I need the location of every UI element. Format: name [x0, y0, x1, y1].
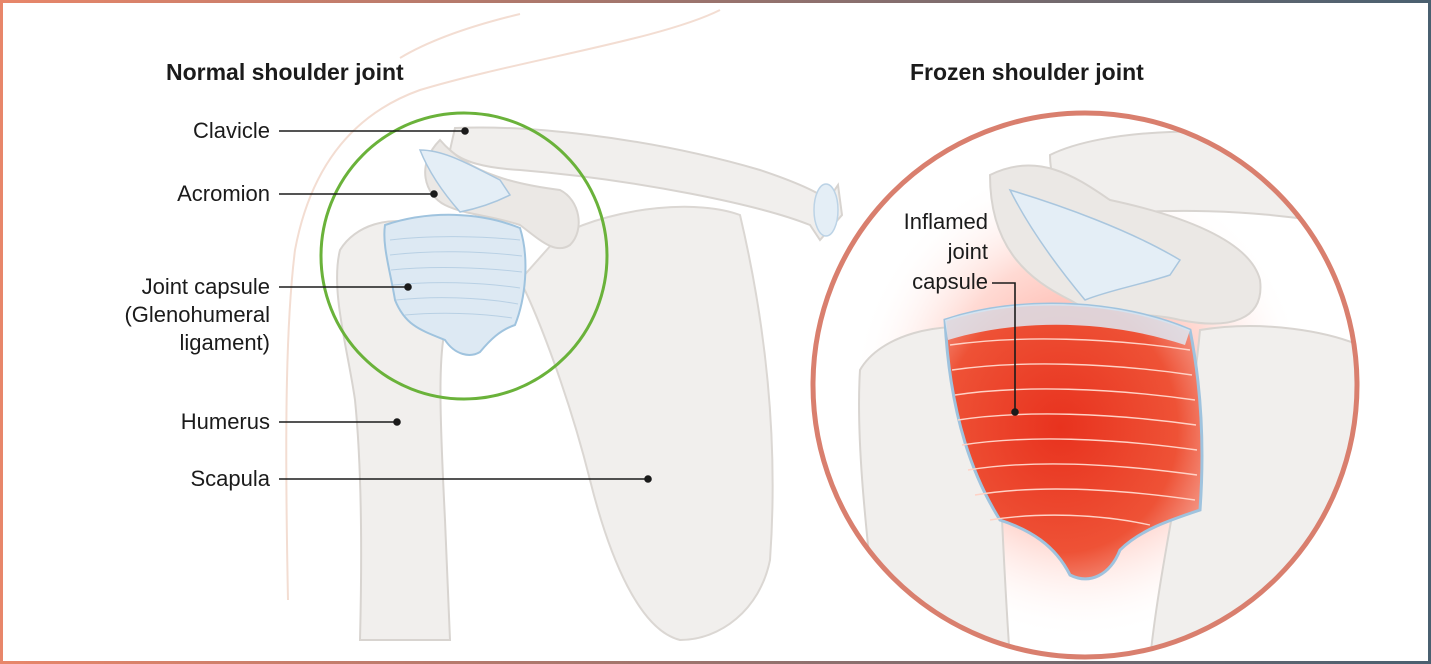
- frozen-joint-title: Frozen shoulder joint: [910, 59, 1144, 86]
- clavicle-end: [814, 184, 838, 236]
- label-joint-capsule-line1: Joint capsule: [142, 274, 270, 300]
- normal-joint-title: Normal shoulder joint: [166, 59, 404, 86]
- label-joint-capsule-line3: ligament): [180, 330, 270, 356]
- scapula: [520, 207, 773, 640]
- label-inflamed-line2: joint: [948, 239, 988, 265]
- label-acromion: Acromion: [177, 181, 270, 207]
- label-inflamed-line3: capsule: [912, 269, 988, 295]
- label-scapula: Scapula: [190, 466, 270, 492]
- label-clavicle: Clavicle: [193, 118, 270, 144]
- label-inflamed-line1: Inflamed: [904, 209, 988, 235]
- label-humerus: Humerus: [181, 409, 270, 435]
- label-joint-capsule-line2: (Glenohumeral: [124, 302, 270, 328]
